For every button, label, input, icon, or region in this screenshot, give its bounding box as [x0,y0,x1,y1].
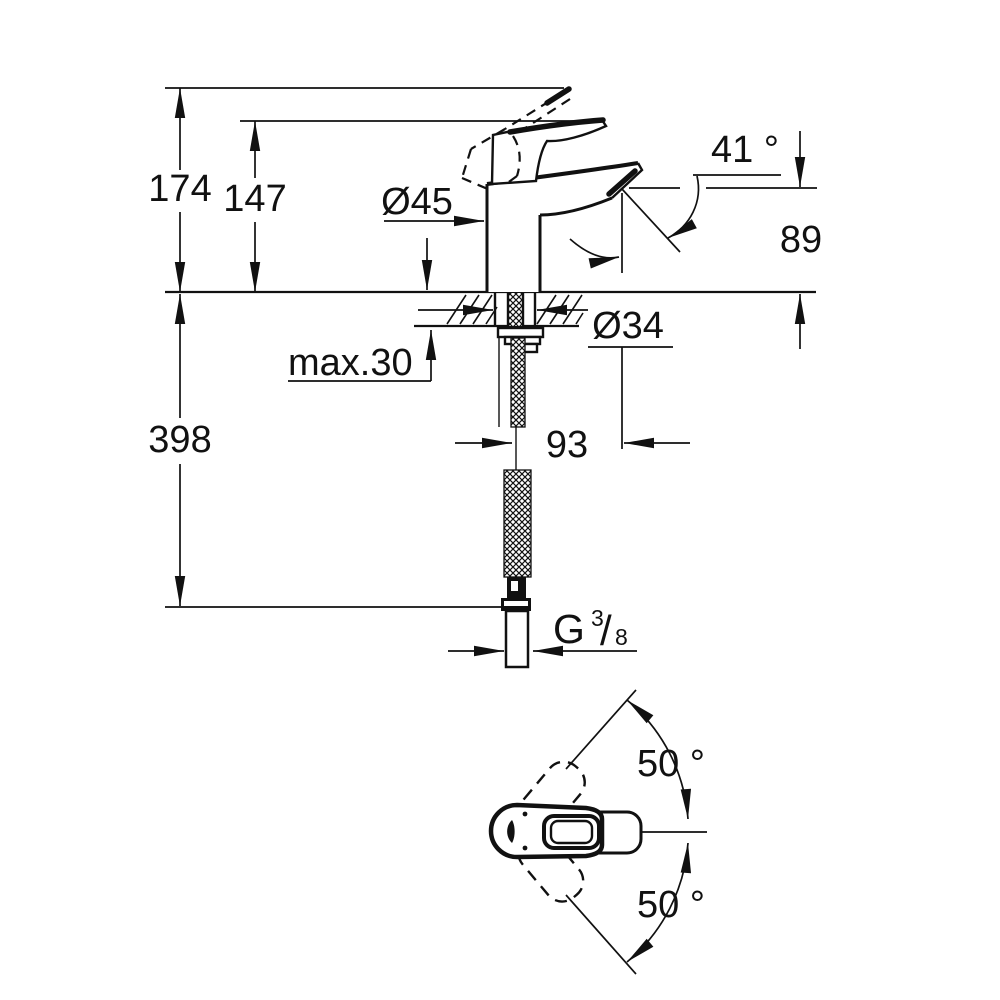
shank-wall [493,292,537,326]
thread-slash: / [600,607,612,654]
handle-loop-hole [542,814,601,850]
dim-max-deck-thickness: max.30 [288,238,437,384]
handle-pin-dot [522,845,528,851]
raised-handle-dash [504,91,565,130]
hose-nut-band [504,601,528,606]
dim-overall-height: 174 [148,88,212,292]
swivel-line-down [565,894,637,975]
swivel-arc-down [626,842,692,963]
dim-hole-diameter-label: Ø34 [592,305,664,347]
swivel-up-label: 50 ° [637,743,705,785]
raised-handle-inner-dash [505,175,518,185]
swivel-line-up [565,689,637,770]
dim-body-diameter-label: Ø45 [381,181,453,223]
mounting-washer [496,326,545,339]
handle-pin-dot [522,811,528,817]
raised-handle-dash [470,128,506,150]
dim-thread: G 3 / 8 [448,605,637,657]
handle-loop-inner-edge [549,819,594,845]
threaded-rod [510,337,526,428]
thread-denominator-label: 8 [615,624,628,650]
braided-hose [503,469,532,578]
swivel-angle-dimensions: 50 ° 50 ° [565,689,707,975]
body-fill [487,163,642,292]
dim-hole-diameter: Ø34 [418,304,673,449]
thread-numerator-label: 3 [591,605,604,631]
dim-lever-height: 147 [223,121,287,292]
flow-arc-arrow [569,238,620,269]
spout-underside [539,196,613,217]
raised-handle-dash [460,148,473,179]
raised-handle-inner-dash [512,135,521,177]
dim-hose-length: 398 [148,294,212,606]
swivel-down-label: 50 ° [637,884,705,926]
raised-handle-dash [461,176,491,192]
side-view: 174 147 398 Ø45 41 ° [148,86,822,669]
dim-spout-height-label: 89 [780,219,822,261]
swivel-arc-up [626,699,692,820]
hose-collar-slot [511,581,518,591]
angle-slant-line [621,188,681,253]
handle-top-edge [507,117,606,135]
dim-spout-height: 89 [629,131,822,349]
aerator-face [606,168,638,197]
dim-hose-length-label: 398 [148,419,211,461]
dim-body-diameter: Ø45 [381,181,484,227]
supply-hose [498,337,532,669]
connection-pipe [504,609,530,669]
dim-lever-height-label: 147 [223,178,286,220]
dim-aerator-angle: 41 ° [569,129,781,273]
thread-prefix-label: G [553,606,585,652]
hatch-stroke [575,312,584,325]
angle-arc-arrow [667,175,700,239]
dim-max-deck-thickness-label: max.30 [288,342,413,384]
faucet-handle [490,117,608,186]
dim-spout-reach: 93 [455,424,690,466]
raised-handle-tip [544,86,572,106]
top-view: 50 ° 50 ° [488,689,707,975]
dim-overall-height-label: 174 [148,168,211,210]
handle-cap-detail [507,820,515,843]
dim-aerator-angle-label: 41 ° [711,129,779,171]
threaded-shank-section [509,293,523,326]
dim-spout-reach-label: 93 [546,424,588,466]
spout-tip-edge [611,162,644,199]
